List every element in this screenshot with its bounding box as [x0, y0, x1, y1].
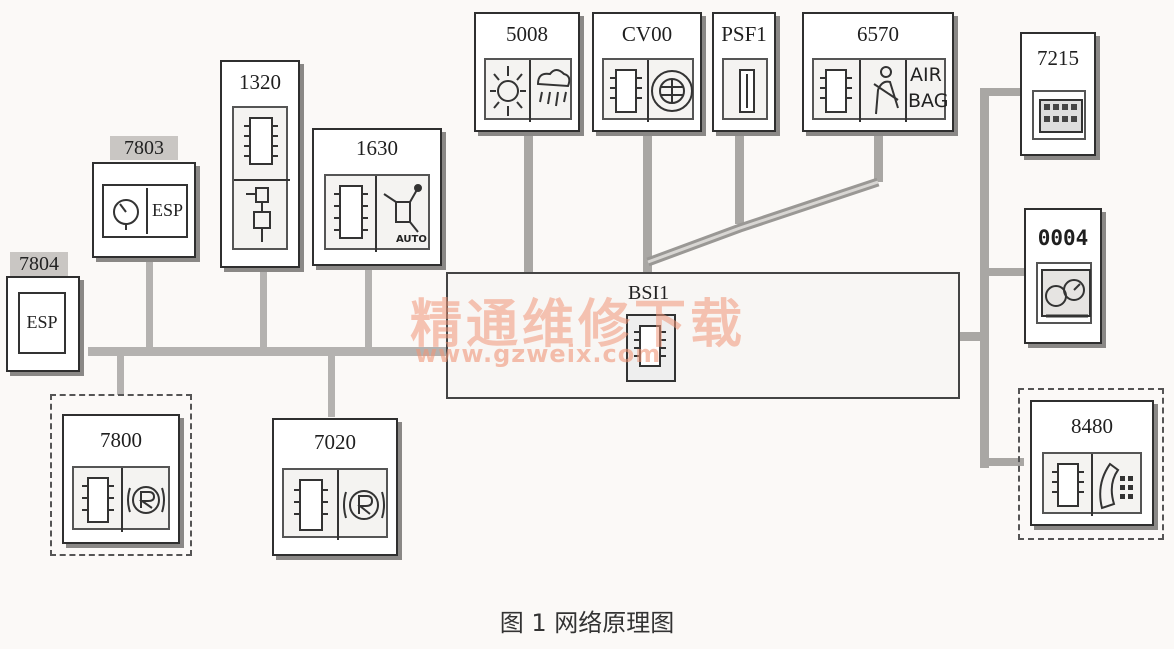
telephone-icon — [1099, 462, 1133, 510]
chip-icon — [82, 477, 114, 523]
chip-icon — [626, 314, 676, 382]
airbag-label-air: AIR — [910, 64, 942, 86]
module-1630[interactable]: 1630 AUTO — [312, 128, 442, 266]
module-8480-optional-frame — [1018, 388, 1164, 540]
module-0004-code: 0004 — [1037, 226, 1089, 250]
bsi1-hub[interactable]: BSI1 — [446, 272, 960, 399]
fuse-icon — [739, 69, 755, 113]
auto-label: AUTO — [396, 234, 427, 245]
module-7804[interactable]: ESP — [6, 276, 80, 372]
watermark-title: 精通维修下载 — [410, 295, 747, 355]
seatbelt-icon — [873, 66, 899, 115]
module-1320-code: 1320 — [239, 70, 281, 94]
module-0004[interactable]: 0004 — [1024, 208, 1102, 344]
injector-icon — [246, 187, 271, 242]
sun-icon — [490, 66, 526, 116]
module-8480-code: 8480 — [1071, 414, 1113, 438]
module-8480[interactable]: 8480 — [1030, 400, 1154, 526]
rain-cloud-icon — [536, 69, 571, 107]
gauge-icon — [113, 199, 139, 230]
module-7800-code: 7800 — [100, 428, 142, 452]
display-icon — [1039, 99, 1083, 133]
module-7800[interactable]: 7800 — [62, 414, 180, 544]
module-1630-code: 1630 — [356, 136, 398, 160]
module-1320[interactable]: 1320 — [220, 60, 300, 268]
module-7020[interactable]: 7020 — [272, 418, 398, 556]
module-6570[interactable]: 6570 AIR BAG — [802, 12, 954, 132]
module-psf1[interactable]: PSF1 — [712, 12, 776, 132]
chip-icon — [294, 479, 328, 531]
chip-icon — [610, 69, 642, 113]
brake-warning-icon — [127, 486, 165, 514]
figure-caption: 图 1 网络原理图 — [499, 609, 675, 637]
module-psf1-code: PSF1 — [721, 22, 767, 46]
module-7020-code: 7020 — [314, 430, 356, 454]
gearbox-icon — [383, 184, 422, 233]
module-5008-code: 5008 — [506, 22, 548, 46]
chip-icon — [820, 69, 852, 113]
chip-icon — [244, 117, 278, 165]
esp-label: ESP — [26, 312, 58, 332]
module-7803-code: 7803 — [110, 136, 178, 160]
esp-label: ESP — [152, 200, 184, 220]
module-5008[interactable]: 5008 — [474, 12, 580, 132]
module-cv00[interactable]: CV00 — [592, 12, 702, 132]
module-7800-optional-frame — [50, 394, 192, 556]
instrument-cluster-icon — [1041, 269, 1091, 318]
brake-warning-icon — [343, 490, 385, 520]
module-7215[interactable]: 7215 — [1020, 32, 1096, 156]
module-7804-code: 7804 — [10, 252, 68, 276]
module-7215-code: 7215 — [1037, 46, 1079, 70]
module-7803[interactable]: ESP — [92, 162, 196, 258]
airbag-label-bag: BAG — [908, 90, 949, 112]
module-6570-code: 6570 — [857, 22, 899, 46]
module-cv00-code: CV00 — [621, 22, 673, 46]
bsi1-label: BSI1 — [628, 282, 670, 304]
chip-icon — [334, 185, 368, 239]
steering-wheel-icon — [651, 70, 693, 112]
chip-icon — [1052, 463, 1084, 507]
watermark-url: www.gzweix.com — [415, 340, 662, 368]
